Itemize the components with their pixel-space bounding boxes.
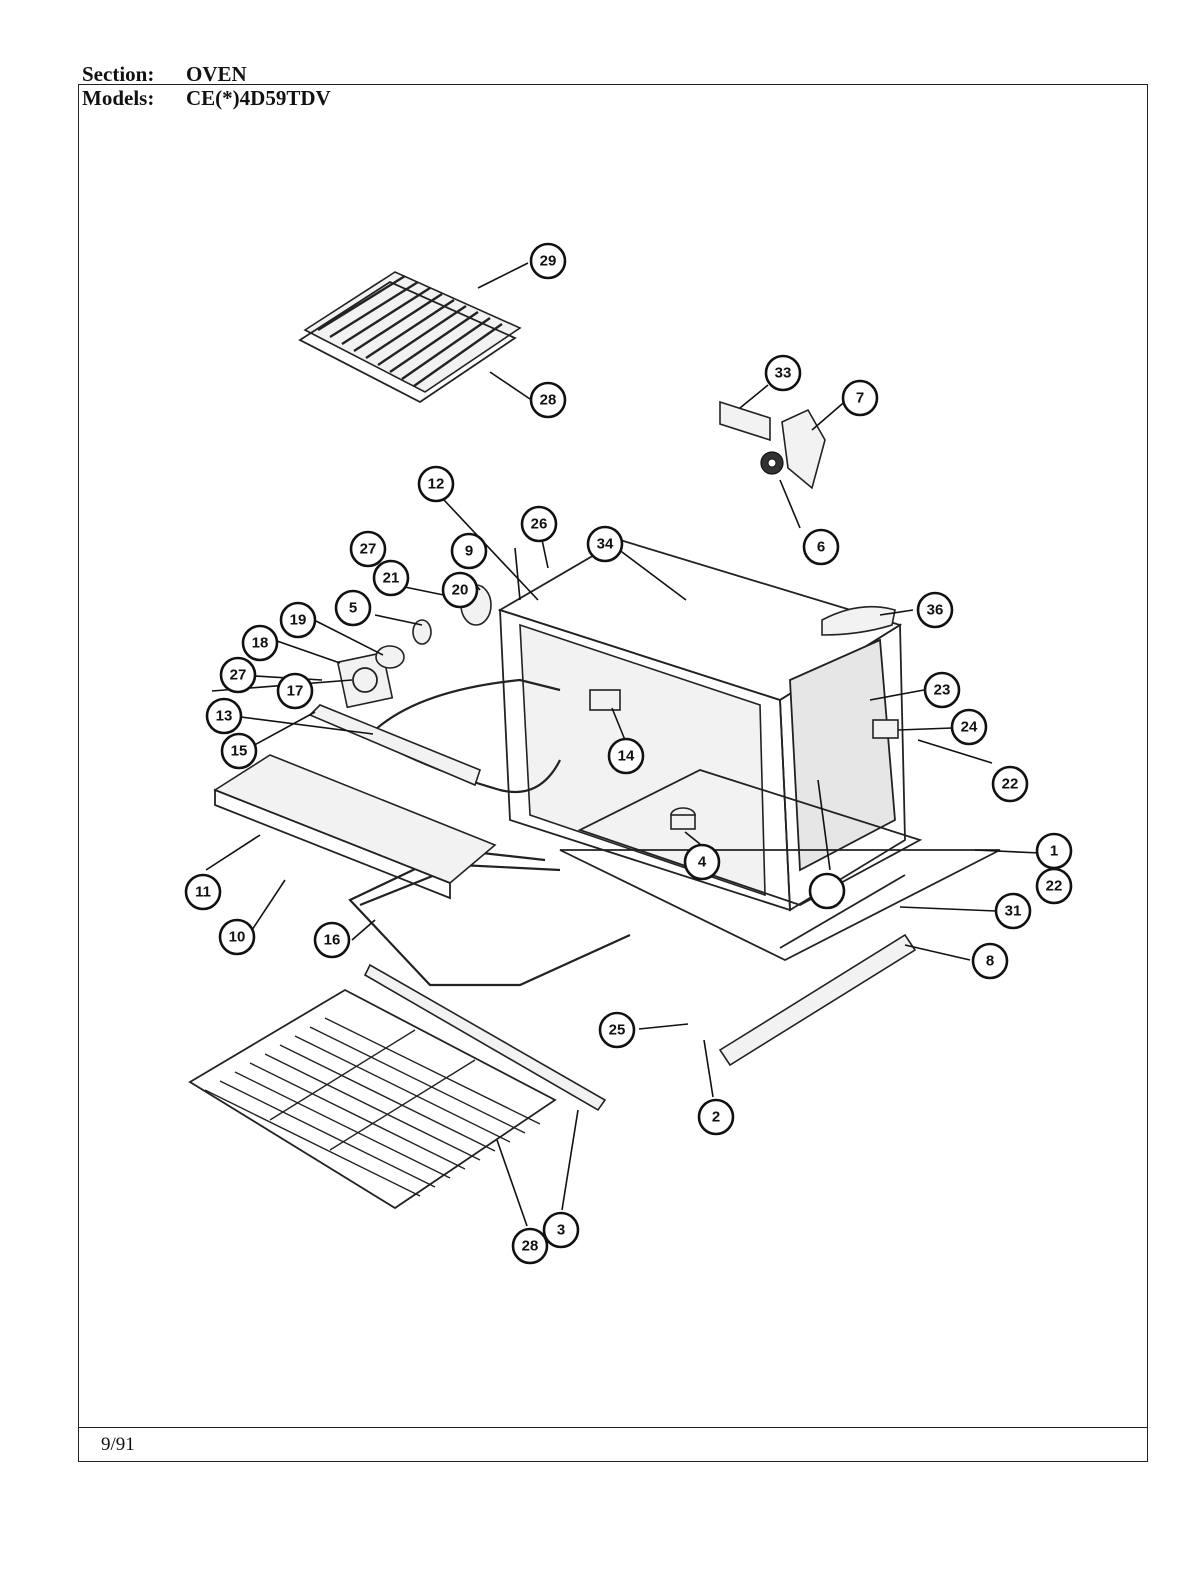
panels-drawing — [213, 704, 917, 1067]
callout-7: 7 — [841, 379, 879, 417]
callout-33: 34 — [586, 525, 624, 563]
revision-date: 9/91 — [101, 1434, 135, 1455]
svg-text:4: 4 — [698, 854, 707, 871]
svg-text:1: 1 — [1050, 843, 1058, 860]
svg-text:8: 8 — [986, 953, 994, 970]
svg-text:22: 22 — [1002, 776, 1019, 793]
svg-text:33: 33 — [775, 365, 792, 382]
callout-23: 23 — [923, 671, 961, 709]
callout-15: 15 — [220, 732, 258, 770]
models-label: Models: — [82, 86, 155, 110]
callout-5: 5 — [334, 589, 372, 627]
callout-30: 29 — [529, 242, 567, 280]
callout-26: 26 — [520, 505, 558, 543]
callout-21: 21 — [372, 559, 410, 597]
footer-divider — [79, 1427, 1147, 1428]
models-value: CE(*)4D59TDV — [186, 86, 331, 110]
svg-text:18: 18 — [252, 635, 269, 652]
svg-text:23: 23 — [934, 682, 951, 699]
svg-text:27: 27 — [230, 667, 247, 684]
svg-text:9: 9 — [465, 543, 473, 560]
callout-27-left: 27 — [219, 656, 257, 694]
callout-22-upper: 22 — [991, 765, 1029, 803]
callout-17: 17 — [276, 672, 314, 710]
svg-text:13: 13 — [216, 708, 233, 725]
svg-text:34: 34 — [597, 536, 614, 553]
oven-rack-drawing — [188, 963, 607, 1210]
section-label: Section: — [82, 62, 155, 86]
svg-text:36: 36 — [927, 602, 944, 619]
callout-12: 12 — [417, 465, 455, 503]
callout-19: 19 — [279, 601, 317, 639]
svg-text:29: 29 — [540, 253, 557, 270]
light-assembly-drawing — [336, 584, 492, 709]
svg-text:12: 12 — [428, 476, 445, 493]
svg-text:11: 11 — [195, 884, 211, 901]
callout-31: 31 — [994, 892, 1032, 930]
callout-14: 14 — [607, 737, 645, 775]
svg-text:24: 24 — [961, 719, 978, 736]
svg-text:28: 28 — [522, 1238, 539, 1255]
callout-2: 2 — [697, 1098, 735, 1136]
callout-16: 16 — [313, 921, 351, 959]
control-parts-drawing — [719, 400, 899, 739]
svg-text:16: 16 — [324, 932, 341, 949]
callout-24: 24 — [950, 708, 988, 746]
callout-3: 3 — [542, 1211, 580, 1249]
svg-text:19: 19 — [290, 612, 307, 629]
callout-32: 33 — [764, 354, 802, 392]
svg-text:7: 7 — [856, 390, 864, 407]
callout-6: 6 — [802, 528, 840, 566]
broil-pan-drawing — [298, 271, 522, 404]
callout-4: 4 — [683, 843, 721, 881]
callout-25: 25 — [598, 1011, 636, 1049]
svg-text:26: 26 — [531, 516, 548, 533]
svg-text:28: 28 — [540, 392, 557, 409]
callout-9: 9 — [450, 532, 488, 570]
svg-text:3: 3 — [557, 1222, 565, 1239]
svg-text:17: 17 — [287, 683, 304, 700]
callout-27-top: 27 — [349, 530, 387, 568]
svg-text:31: 31 — [1005, 903, 1022, 920]
callout-22-lower: 22 — [1035, 867, 1073, 905]
svg-text:14: 14 — [618, 748, 635, 765]
svg-text:10: 10 — [229, 929, 246, 946]
callout-36 — [808, 872, 846, 910]
callout-11: 11 — [184, 873, 222, 911]
callout-8: 8 — [971, 942, 1009, 980]
svg-text:21: 21 — [383, 570, 400, 587]
callout-13: 13 — [205, 697, 243, 735]
svg-text:27: 27 — [360, 541, 377, 558]
svg-text:6: 6 — [817, 539, 825, 556]
svg-text:5: 5 — [349, 600, 357, 617]
callout-28: 28 — [511, 1227, 549, 1265]
callout-29: 28 — [529, 381, 567, 419]
callout-34: 36 — [916, 591, 954, 629]
svg-text:20: 20 — [452, 582, 469, 599]
diagram-frame: 9/91 — [78, 84, 1148, 1462]
svg-text:25: 25 — [609, 1022, 626, 1039]
section-value: OVEN — [186, 62, 247, 86]
svg-text:15: 15 — [231, 743, 248, 760]
svg-text:22: 22 — [1046, 878, 1063, 895]
svg-text:2: 2 — [712, 1109, 720, 1126]
callout-20: 20 — [441, 571, 479, 609]
callout-1: 1 — [1035, 832, 1073, 870]
callout-18: 18 — [241, 624, 279, 662]
callout-10: 10 — [218, 918, 256, 956]
